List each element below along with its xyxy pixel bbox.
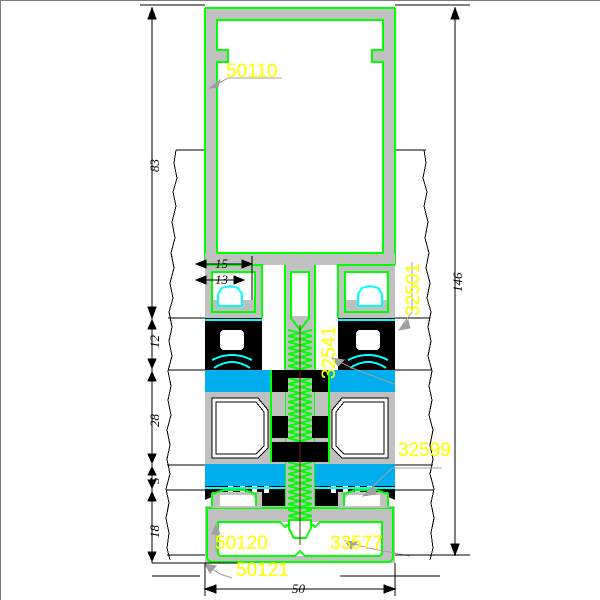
- dimension-value-146: 146: [450, 272, 465, 293]
- thermal-break-bands: [205, 370, 395, 486]
- dimension-value-5: 5: [147, 477, 162, 485]
- wall-boundary-lines: [140, 4, 470, 556]
- left-glazing-assembly: [205, 264, 263, 370]
- right-glazing-assembly: [337, 264, 395, 370]
- dimension-value-13: 13: [215, 272, 228, 287]
- profile-50110-top-section: [204, 7, 396, 266]
- part-label-50121: 50121: [236, 560, 289, 581]
- dimension-value-12: 12: [147, 335, 162, 348]
- center-screw-spring-33577: [270, 325, 330, 545]
- dimension-value-50: 50: [292, 581, 305, 596]
- dimension-value-28: 28: [147, 414, 162, 427]
- right-glazing-unit: [315, 392, 395, 464]
- dimension-value-15: 15: [215, 256, 228, 271]
- dimension-lines: [147, 6, 470, 596]
- left-glazing-unit: [205, 392, 285, 464]
- dimension-value-18: 18: [147, 525, 162, 538]
- part-label-32541: 32541: [319, 326, 340, 379]
- dimension-value-83: 83: [147, 159, 162, 172]
- part-label-50110: 50110: [226, 61, 278, 82]
- wall-break-lines: [165, 149, 435, 561]
- part-label-32599: 32599: [398, 440, 451, 461]
- part-label-32501: 32501: [403, 263, 424, 316]
- part-label-33577: 33577: [330, 533, 383, 554]
- leader-lines: [204, 77, 442, 579]
- part-label-50120: 50120: [215, 533, 268, 554]
